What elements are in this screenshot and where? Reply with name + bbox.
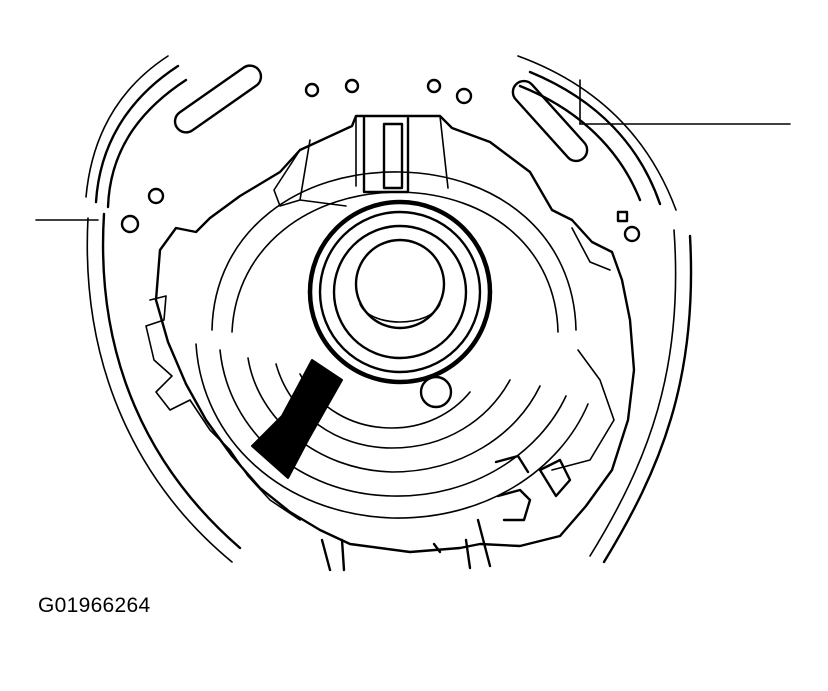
pointer-arrow (251, 359, 343, 479)
figure-id-label: G01966264 (38, 594, 151, 617)
center-hub (307, 199, 493, 409)
slots-and-holes (120, 64, 641, 243)
concentric-rings (195, 171, 589, 519)
lower-outlet (320, 454, 572, 572)
outer-case-arcs (85, 55, 693, 564)
housing-contour (145, 114, 636, 554)
case-flange-lines (35, 79, 791, 221)
